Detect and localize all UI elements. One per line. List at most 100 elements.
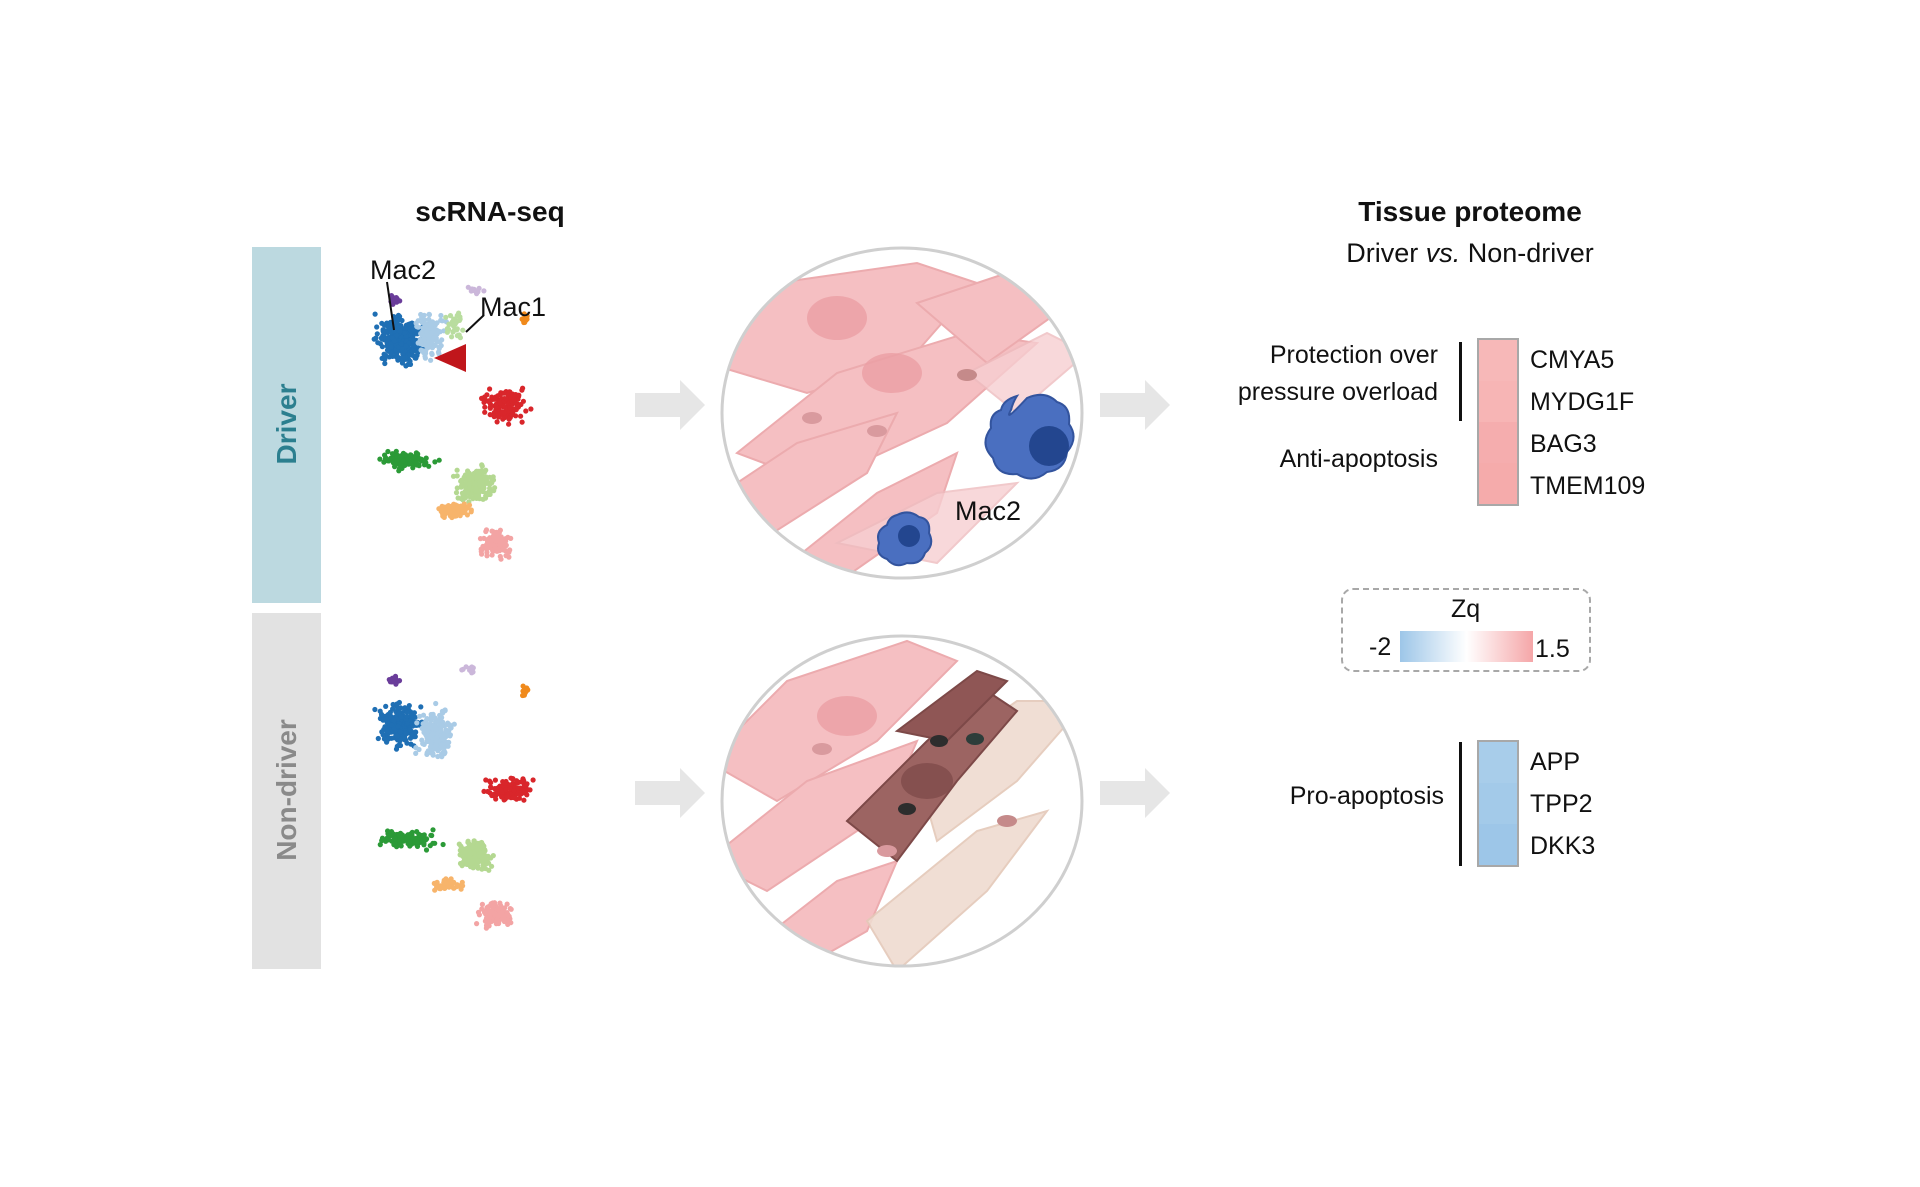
umap-point <box>392 461 398 467</box>
umap-point <box>406 703 412 709</box>
umap-point <box>498 556 504 562</box>
umap-point <box>413 745 419 751</box>
umap-point <box>492 545 499 551</box>
umap-point <box>427 724 433 730</box>
arrow-right-icon <box>635 768 705 818</box>
umap-point <box>501 390 507 396</box>
umap-point <box>508 775 514 781</box>
umap-point <box>481 288 487 294</box>
umap-point <box>393 448 399 454</box>
umap-point <box>384 728 390 734</box>
umap-point <box>511 397 517 403</box>
umap-point <box>433 700 439 707</box>
umap-point <box>381 736 387 742</box>
umap-point <box>413 750 419 756</box>
umap-point <box>403 730 409 736</box>
umap-point <box>477 478 483 484</box>
umap-point <box>464 512 470 518</box>
umap-point <box>432 715 438 721</box>
umap-point <box>528 406 534 412</box>
umap-point <box>449 334 455 340</box>
umap-point <box>383 716 389 722</box>
umap-point <box>507 405 513 411</box>
umap-point <box>466 481 472 487</box>
umap-point <box>385 336 391 342</box>
heatmap-cell <box>1479 422 1517 463</box>
umap-point <box>381 322 387 328</box>
umap-point <box>510 409 516 415</box>
umap-point <box>408 831 414 837</box>
umap-point <box>498 787 504 793</box>
umap-point <box>374 331 380 337</box>
umap-point <box>429 350 435 356</box>
umap-point <box>414 829 420 835</box>
umap-point <box>451 721 457 727</box>
umap-point <box>466 470 472 476</box>
umap-point <box>379 344 385 350</box>
umap-point <box>480 546 486 552</box>
umap-point <box>418 458 424 464</box>
umap-point <box>450 503 456 509</box>
umap-point <box>413 460 420 466</box>
umap-point <box>397 298 403 304</box>
umap-point <box>404 836 410 842</box>
umap-point <box>402 330 408 336</box>
umap-point <box>388 293 395 299</box>
umap-point <box>475 493 482 499</box>
umap-point <box>468 509 474 515</box>
subtitle-vs: vs. <box>1425 238 1461 268</box>
umap-point <box>410 327 416 333</box>
umap-point <box>482 469 488 475</box>
umap-point <box>447 313 454 319</box>
umap-point <box>484 549 490 555</box>
umap-point <box>378 711 385 717</box>
umap-point <box>431 328 437 334</box>
umap-point <box>404 713 410 719</box>
umap-point <box>437 329 443 335</box>
umap-point <box>482 409 488 415</box>
umap-point <box>434 320 440 326</box>
umap-point <box>454 333 460 339</box>
legend-max: 1.5 <box>1535 635 1570 663</box>
umap-point <box>487 489 493 495</box>
umap-point <box>510 794 516 801</box>
umap-point <box>527 787 533 793</box>
umap-point <box>379 355 385 361</box>
arrow-right-icon <box>1100 380 1170 430</box>
umap-point <box>486 398 492 405</box>
umap-point <box>492 409 498 415</box>
category-pro-apoptosis: Pro-apoptosis <box>1289 782 1444 810</box>
umap-point <box>519 387 525 393</box>
umap-point <box>443 728 450 735</box>
umap-point <box>385 448 391 455</box>
umap-point <box>524 316 530 322</box>
umap-point <box>372 706 378 713</box>
umap-point <box>391 338 398 344</box>
umap-point <box>487 404 493 410</box>
umap-point <box>498 534 504 540</box>
umap-point <box>489 480 495 486</box>
heatmap-cell <box>1479 463 1517 504</box>
umap-point <box>422 342 428 348</box>
heatmap-cell <box>1479 783 1517 824</box>
umap-driver <box>371 284 534 562</box>
umap-point <box>482 404 488 410</box>
umap-point <box>518 413 524 419</box>
umap-point <box>383 455 389 461</box>
umap-point <box>513 413 519 419</box>
umap-point <box>520 787 526 793</box>
umap-point <box>521 778 527 784</box>
umap-point <box>407 735 414 741</box>
umap-point <box>487 412 493 418</box>
umap-point <box>407 452 414 458</box>
umap-point <box>493 796 499 802</box>
umap-point <box>414 720 420 726</box>
umap-point <box>432 459 438 465</box>
umap-point <box>397 742 404 749</box>
umap-point <box>397 465 403 471</box>
umap-point <box>505 391 511 397</box>
umap-point <box>435 753 441 760</box>
non-driver-heatmap <box>1477 740 1519 867</box>
umap-point <box>475 473 481 479</box>
umap-point <box>440 510 446 516</box>
